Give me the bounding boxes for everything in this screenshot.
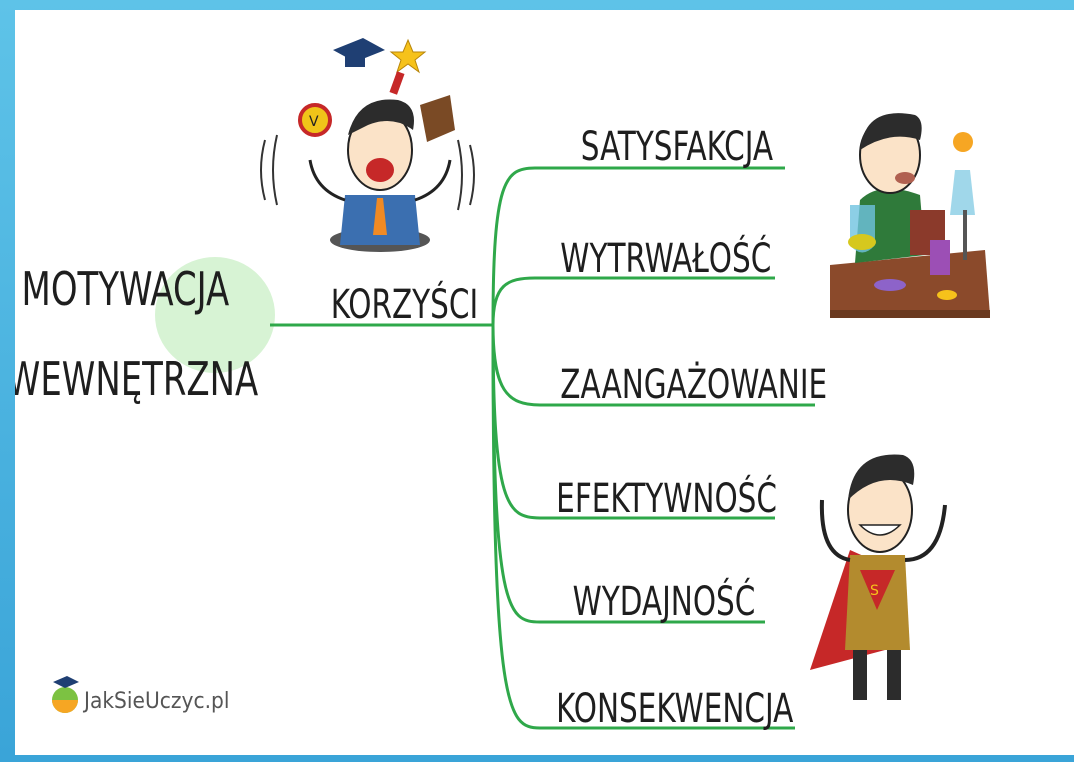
graduation-cap-icon xyxy=(53,676,79,688)
chemist-student-illustration xyxy=(830,113,990,318)
branch-label-5: WYDAJNOŚĆ xyxy=(573,577,756,625)
center-label: KORZYŚCI xyxy=(331,280,478,328)
slide-frame: MOTYWACJA WEWNĘTRZNA KORZYŚCI SATYSFAKCJ… xyxy=(15,10,1074,755)
mindmap-diagram: MOTYWACJA WEWNĘTRZNA KORZYŚCI SATYSFAKCJ… xyxy=(15,38,990,732)
branch-connectors xyxy=(491,166,815,730)
svg-text:S: S xyxy=(870,583,879,599)
branch-line-1 xyxy=(491,166,785,326)
root-label-line2: WEWNĘTRZNA xyxy=(15,352,258,406)
brand-text: JakSieUczyc.pl xyxy=(82,687,229,713)
root-label-line1: MOTYWACJA xyxy=(22,262,230,316)
branch-label-3: ZAANGAŻOWANIE xyxy=(560,361,827,408)
brand-logo xyxy=(52,676,79,713)
svg-text:V: V xyxy=(309,114,319,130)
juggling-student-illustration: V xyxy=(260,38,475,252)
branch-line-2 xyxy=(491,276,775,326)
branch-line-6 xyxy=(491,324,795,730)
root-bubble xyxy=(155,257,275,373)
superhero-student-illustration: S xyxy=(810,454,947,700)
branch-labels: SATYSFAKCJA WYTRWAŁOŚĆ ZAANGAŻOWANIE EFE… xyxy=(556,123,827,732)
branch-label-6: KONSEKWENCJA xyxy=(556,685,794,732)
branch-label-1: SATYSFAKCJA xyxy=(581,123,774,170)
branch-label-4: EFEKTYWNOŚĆ xyxy=(556,474,777,522)
branch-label-2: WYTRWAŁOŚĆ xyxy=(560,234,771,282)
